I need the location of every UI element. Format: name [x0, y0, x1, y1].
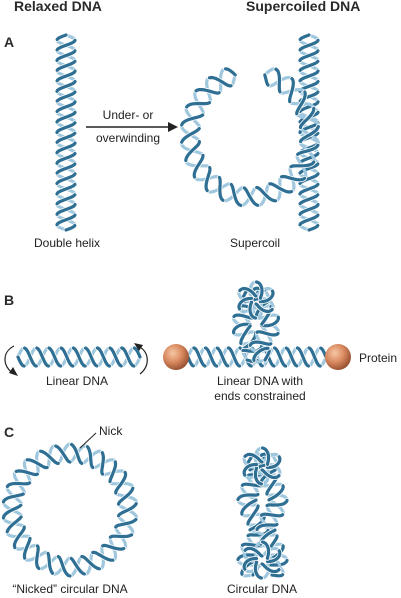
panel-label-a: A: [4, 34, 15, 50]
supercoil-vertical-strand: [297, 32, 321, 233]
circular-dna-loop-top: [241, 445, 283, 487]
label-linear-dna: Linear DNA: [45, 374, 109, 388]
rotation-arrow-right: [134, 343, 148, 375]
label-supercoil: Supercoil: [229, 236, 281, 250]
helix-strands: [1, 32, 329, 581]
label-linear-constrained-line1: Linear DNA with: [216, 374, 304, 388]
header-supercoiled-dna: Supercoiled DNA: [246, 0, 361, 14]
supercoil-loop: [179, 66, 321, 208]
label-protein: Protein: [359, 351, 398, 365]
label-linear-constrained-line2: ends constrained: [214, 389, 306, 403]
label-circular-dna: Circular DNA: [226, 582, 298, 596]
arrow-label-line1: Under- or: [102, 108, 154, 122]
arrow-label-line2: overwinding: [95, 131, 161, 145]
header-relaxed-dna: Relaxed DNA: [14, 0, 102, 14]
protein-right: [325, 344, 351, 370]
relaxed-double-helix: [54, 32, 78, 233]
panel-label-b: B: [4, 292, 15, 308]
rotation-arrow-left: [4, 345, 18, 376]
protein-left: [163, 344, 189, 370]
arrow-under-overwinding: [86, 122, 178, 132]
nick-pointer: [79, 432, 97, 449]
circular-dna-loop-bottom: [241, 539, 283, 581]
panel-label-c: C: [4, 424, 15, 440]
nicked-circular-dna-helix: [1, 442, 139, 579]
linear-dna-helix: [15, 345, 143, 369]
label-nicked-circular-dna: “Nicked” circular DNA: [12, 582, 128, 596]
constrained-loop-top: [236, 279, 276, 321]
label-double-helix: Double helix: [33, 236, 101, 250]
label-nick: Nick: [99, 424, 123, 438]
